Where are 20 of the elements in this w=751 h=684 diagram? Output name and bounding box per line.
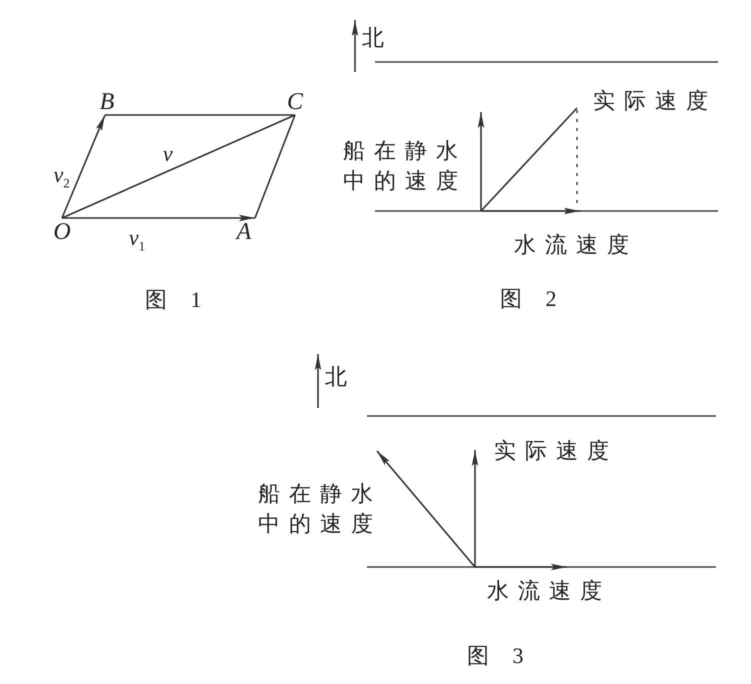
point-label: C: [284, 89, 306, 115]
figure-caption: 图 1: [145, 286, 212, 314]
velocity-label: 实际速度: [494, 437, 619, 465]
point-label: B: [96, 89, 118, 115]
velocity-label: 船在静水中的速度: [343, 137, 468, 195]
line-segment: [254, 114, 296, 218]
velocity-label: 水流速度: [487, 577, 612, 605]
point-label: O: [51, 219, 73, 245]
line-segment: [105, 114, 295, 116]
line-segment: [62, 114, 296, 219]
vector-arrow: [62, 214, 255, 222]
direction-label: 北: [325, 363, 357, 391]
point-label: A: [233, 219, 255, 245]
figure-caption: 图 3: [467, 642, 534, 670]
direction-label: 北: [362, 24, 394, 52]
velocity-label: 实际速度: [593, 87, 718, 115]
figure-caption: 图 2: [500, 285, 566, 313]
velocity-label: 水流速度: [514, 231, 639, 259]
velocity-label: 船在静水中的速度: [258, 480, 383, 538]
vector-arrow: [61, 114, 106, 218]
